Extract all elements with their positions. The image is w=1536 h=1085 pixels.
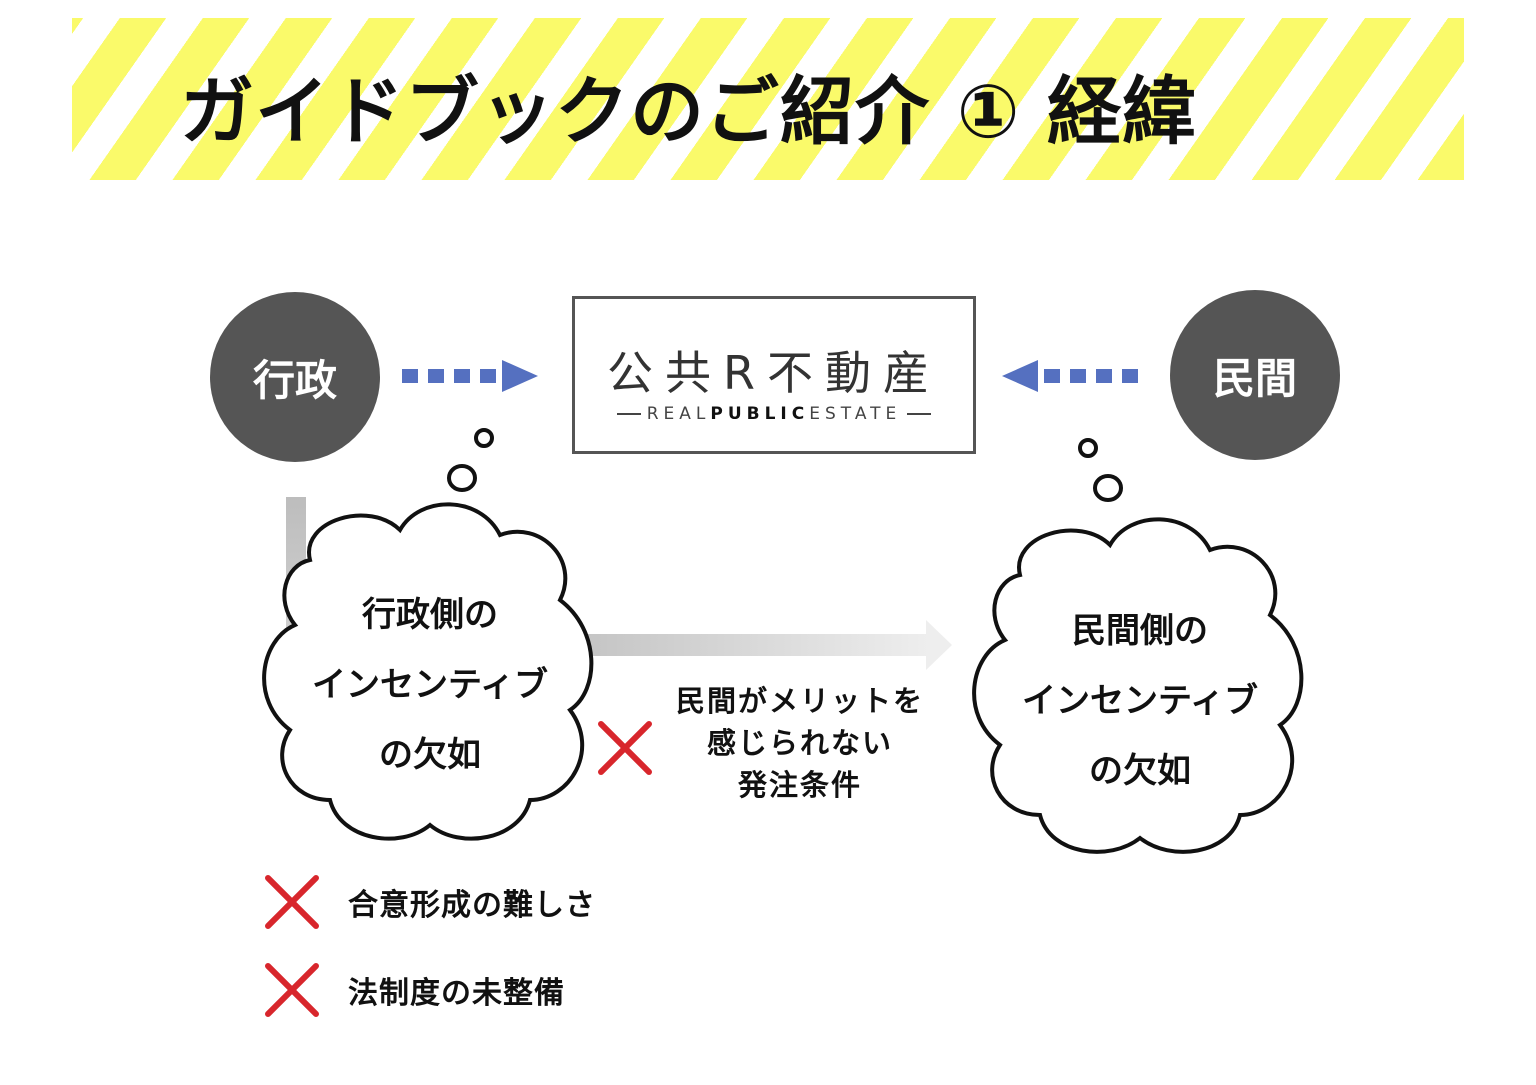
middle-issue-line: 感じられない xyxy=(706,726,893,760)
private-cloud-text: 民間側の インセンティブ の欠如 xyxy=(990,596,1290,806)
issue-item: 合意形成の難しさ xyxy=(262,872,596,932)
dotted-arrow-left-icon xyxy=(1002,360,1138,392)
government-cloud-line: インセンティブ xyxy=(312,665,548,705)
logo-main-text: 公共R不動産 xyxy=(607,346,941,400)
middle-issue-text: 民間がメリットを 感じられない 発注条件 xyxy=(645,680,955,806)
issue-text: 法制度の未整備 xyxy=(348,976,565,1011)
private-cloud-shape xyxy=(972,517,1304,854)
government-cloud-text: 行政側の インセンティブ の欠如 xyxy=(280,580,580,790)
issue-item: 法制度の未整備 xyxy=(262,960,565,1020)
logo-sub-post: ESTATE xyxy=(809,404,902,424)
government-cloud-line: の欠如 xyxy=(379,735,481,775)
middle-issue-line: 民間がメリットを xyxy=(675,684,924,718)
cross-mark-icon xyxy=(598,721,652,775)
issue-text: 合意形成の難しさ xyxy=(348,888,596,923)
private-cloud-line: 民間側の xyxy=(1072,611,1208,651)
private-circle: 民間 xyxy=(1170,290,1340,460)
title-banner xyxy=(72,18,1464,180)
government-cloud-line: 行政側の xyxy=(362,595,498,635)
cross-mark-icon xyxy=(265,875,319,929)
logo-sub-pre: REAL xyxy=(646,404,711,424)
middle-issue-line: 発注条件 xyxy=(737,768,862,802)
private-label: 民間 xyxy=(1212,353,1297,403)
page-title: ガイドブックのご紹介 ① 経緯 xyxy=(180,69,1198,155)
government-circle: 行政 xyxy=(210,292,380,462)
logo-box: 公共R不動産 REALPUBLICESTATE xyxy=(572,296,976,454)
private-cloud-line: の欠如 xyxy=(1089,751,1191,791)
government-label: 行政 xyxy=(252,355,337,405)
logo-sub-bold: PUBLIC xyxy=(710,404,810,424)
logo-sub-text: REALPUBLICESTATE xyxy=(575,404,973,424)
dotted-arrow-right-icon xyxy=(402,360,538,392)
government-cloud-shape xyxy=(262,502,594,841)
private-cloud-line: インセンティブ xyxy=(1022,681,1258,721)
thought-bubble-icon xyxy=(447,428,1123,502)
cross-mark-icon xyxy=(265,963,319,1017)
